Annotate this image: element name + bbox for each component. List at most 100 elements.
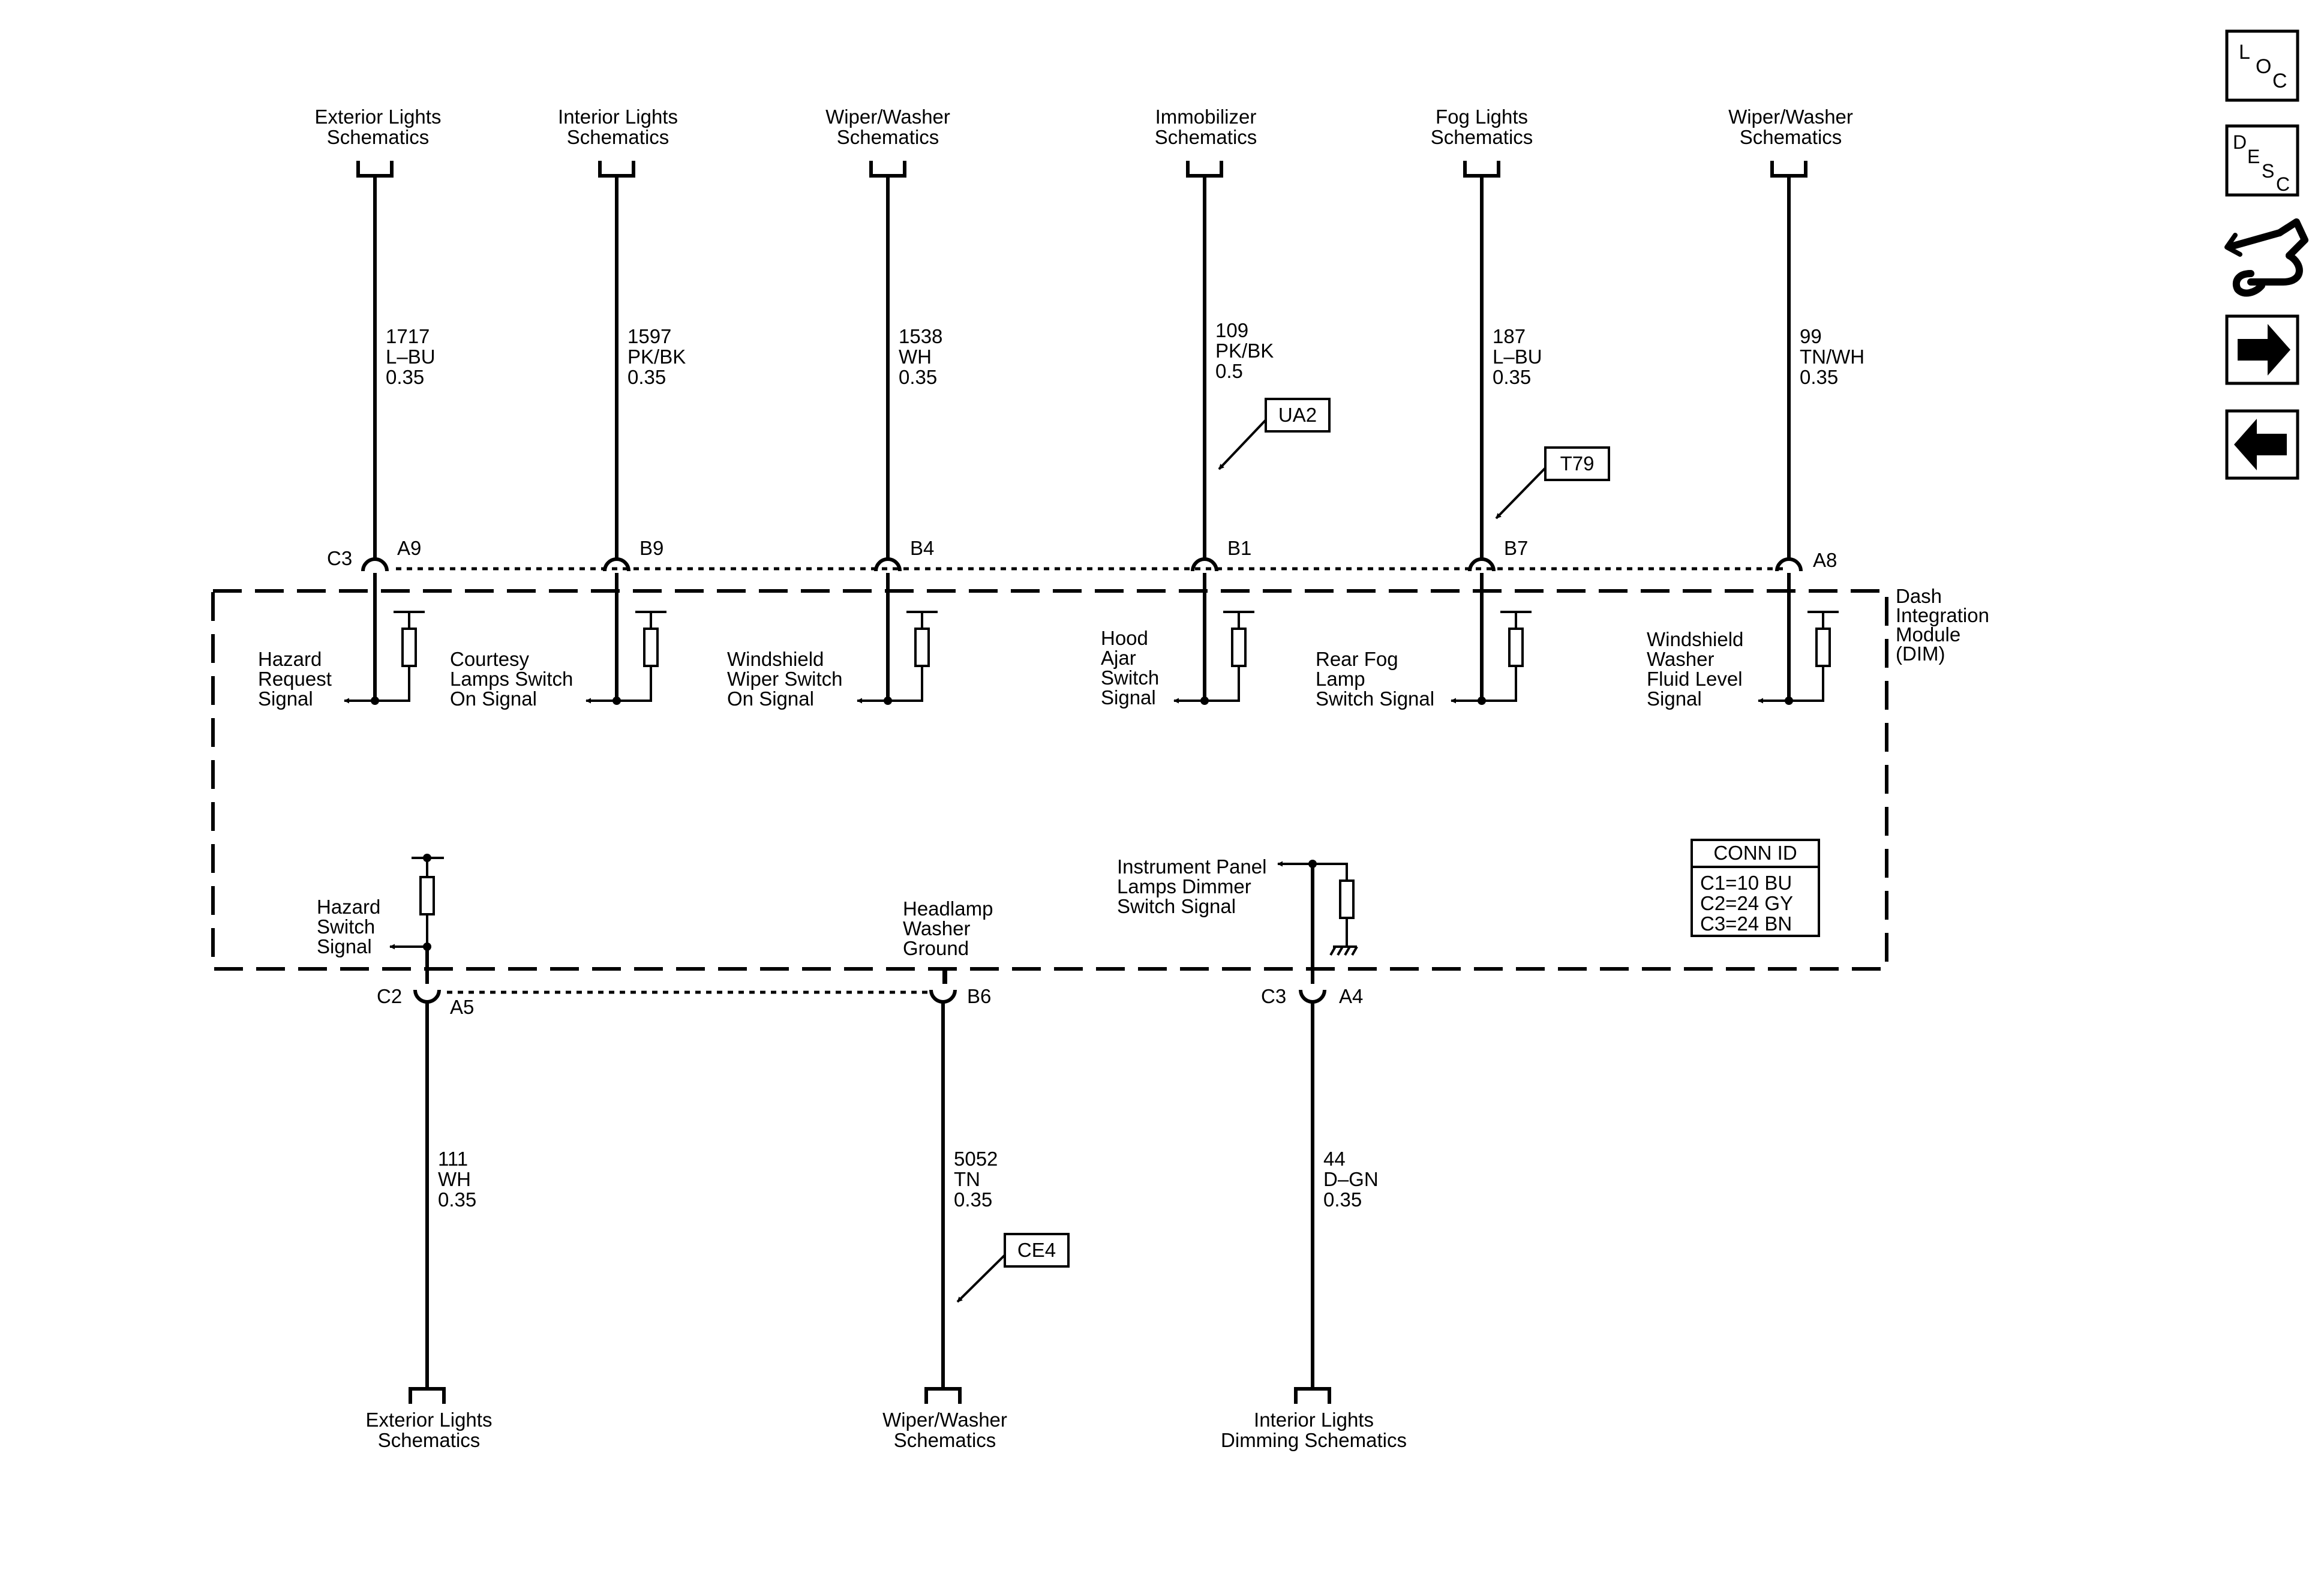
destination-label: Exterior Lights [315,106,442,128]
connector-pin-symbol [413,989,441,1004]
svg-text:(DIM): (DIM) [1896,643,1945,665]
resistor-symbol [643,628,659,667]
circuit-44: Instrument Panel Lamps Dimmer Switch Sig… [1117,855,1407,1451]
destination-label: Schematics [567,126,669,148]
resistor-symbol [1231,628,1247,667]
destination-label: Interior Lights [558,106,678,128]
wire-color: L–BU [386,346,436,368]
option-code: UA2 [1278,404,1317,426]
circuit-5052: Headlamp Washer Ground B6 5052 TN 0.35 C… [882,897,1070,1451]
signal-label: Washer [903,917,970,939]
resistor-symbol [914,628,930,667]
svg-text:L: L [2239,41,2250,64]
harness-connector-symbol [356,161,394,178]
circuit-number: 109 [1215,319,1248,341]
desc-button[interactable]: D E S C [2225,124,2299,197]
back-arrow-icon [2234,419,2287,470]
circuit-111: Hazard Switch Signal C2 A5 111 WH 0.35 E… [317,854,492,1451]
signal-label: Fluid Level [1647,668,1743,690]
conn-id-title: CONN ID [1713,842,1797,864]
connector-pin-symbol [1468,557,1496,572]
destination-label: Immobilizer [1155,106,1257,128]
option-code: T79 [1560,452,1595,475]
harness-connector-symbol [1463,161,1500,178]
signal-label: Signal [258,688,313,710]
circuit-109: Immobilizer Schematics 109 PK/BK 0.5 UA2… [1101,106,1331,709]
ground-symbol [1329,945,1358,956]
harness-connector-symbol [598,161,635,178]
forward-arrow-icon [2238,324,2290,376]
pin-id: B6 [967,985,991,1007]
signal-label: Headlamp [903,897,993,920]
signal-label: Wiper Switch [727,668,843,690]
resistor-symbol [1339,879,1355,919]
destination-label: Exterior Lights [366,1409,493,1431]
circuit-1597: Interior Lights Schematics 1597 PK/BK 0.… [450,106,686,710]
destination-label: Wiper/Washer [1728,106,1853,128]
wire-color: PK/BK [627,346,686,368]
signal-label: On Signal [727,688,814,710]
signal-label: Hazard [258,648,322,670]
destination-label: Schematics [894,1429,996,1451]
module-outline [211,589,1888,971]
connector-pin-symbol [1191,557,1218,572]
connector-pin-symbol [1775,557,1803,572]
signal-label: Rear Fog [1316,648,1398,670]
circuit-number: 1717 [386,325,430,347]
svg-text:Integration: Integration [1896,604,1989,626]
circuit-number: 111 [438,1148,468,1170]
svg-text:O: O [2256,55,2271,78]
signal-label: Windshield [727,648,824,670]
module-name: Dash Integration Module (DIM) [1896,585,1989,665]
wire-color: PK/BK [1215,340,1274,362]
signal-label: Switch Signal [1316,688,1434,710]
destination-label: Schematics [1740,126,1842,148]
destination-label: Fog Lights [1436,106,1528,128]
signal-label: Lamps Switch [450,668,573,690]
signal-label: Windshield [1647,628,1743,650]
pin-id: A4 [1339,985,1363,1007]
wire-size: 0.35 [386,366,424,388]
wire-size: 0.5 [1215,360,1243,382]
harness-connector-symbol [1294,1387,1331,1404]
loc-button[interactable]: L O C [2225,29,2299,102]
connector-tool-icon [2224,218,2308,297]
svg-text:Dash: Dash [1896,585,1942,607]
option-code-box [1004,1233,1070,1268]
connector-tool-button[interactable] [2224,218,2308,297]
conn-id-row: C3=24 BN [1700,912,1792,935]
wire-color: TN/WH [1800,346,1864,368]
conn-id-row: C2=24 GY [1700,892,1793,914]
resistor-symbol [1508,628,1524,667]
wire-size: 0.35 [1493,366,1531,388]
harness-connector-symbol [869,161,906,178]
wire-size: 0.35 [1323,1188,1362,1211]
circuit-number: 187 [1493,325,1526,347]
signal-label: Ground [903,937,969,959]
resistor-symbol [419,876,435,915]
conn-id-table: CONN ID C1=10 BU C2=24 GY C3=24 BN [1691,839,1820,937]
signal-label: Signal [317,935,372,957]
forward-button[interactable] [2225,314,2299,385]
option-code: CE4 [1017,1239,1056,1261]
harness-connector-symbol [409,1387,446,1404]
pin-id: B7 [1504,537,1528,559]
pin-id: B9 [639,537,663,559]
destination-label: Wiper/Washer [882,1409,1007,1431]
loc-icon: L O C [2239,41,2287,92]
destination-label: Schematics [1431,126,1533,148]
pin-id: A8 [1813,549,1837,571]
connector-id: C3 [1261,985,1286,1007]
circuit-number: 1538 [899,325,942,347]
signal-label: Request [258,668,332,690]
pin-id: B4 [910,537,934,559]
destination-label: Wiper/Washer [825,106,950,128]
circuit-99: Wiper/Washer Schematics 99 TN/WH 0.35 A8… [1647,106,1864,710]
wire-color: D–GN [1323,1168,1379,1190]
destination-label: Schematics [378,1429,481,1451]
svg-text:D: D [2233,131,2247,153]
wire-size: 0.35 [627,366,666,388]
connector-pin-symbol [929,989,957,1004]
back-button[interactable] [2225,409,2299,480]
